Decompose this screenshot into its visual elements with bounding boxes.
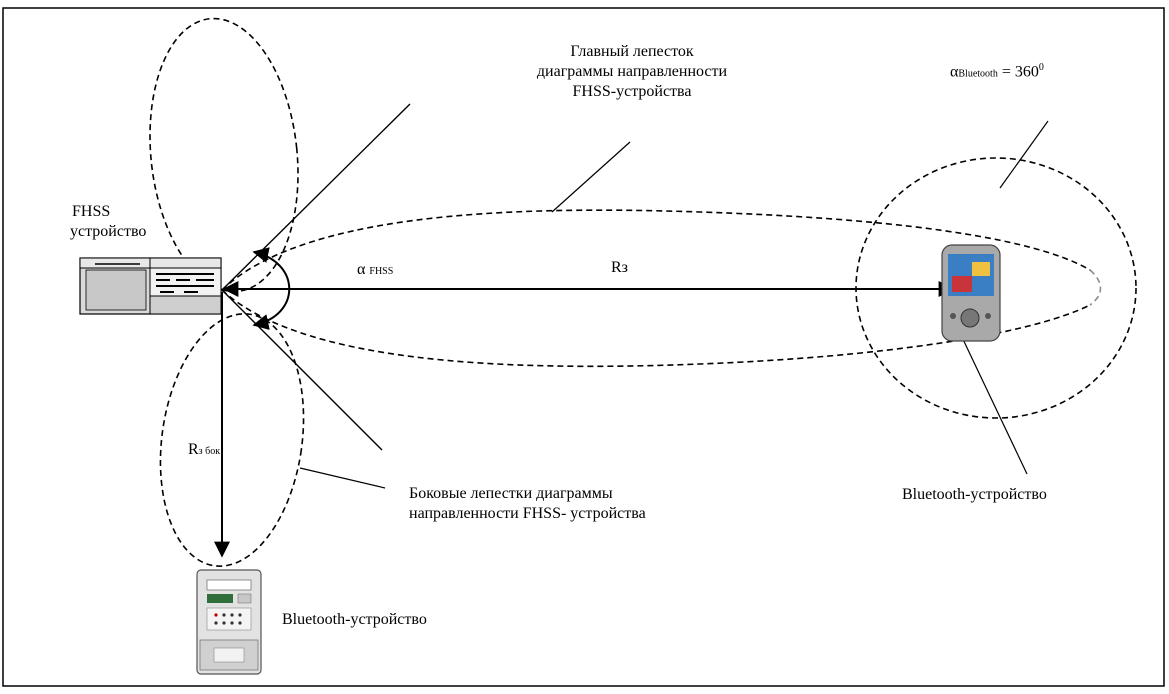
r3-side-label: Rз бок xyxy=(188,440,220,460)
fhss-device-icon xyxy=(79,257,222,315)
bluetooth-meter-icon xyxy=(196,569,262,675)
side-lobes-label-line2: направленности FHSS- устройства xyxy=(409,505,646,522)
lower-side-lobe xyxy=(159,313,305,567)
r3-label: Rз xyxy=(611,259,628,276)
alpha-fhss-label: α FHSS xyxy=(357,260,393,280)
r3-side-subscript: з бок xyxy=(198,446,221,457)
alpha-fhss-symbol: α xyxy=(357,261,366,278)
bluetooth-angle-leader xyxy=(999,120,1049,189)
diagram-frame xyxy=(2,7,1165,687)
alpha-bluetooth-equals: = 360 xyxy=(997,63,1039,81)
alpha-bluetooth-symbol: α xyxy=(950,63,959,81)
bluetooth-device-leader xyxy=(959,332,1028,475)
alpha-fhss-subscript: FHSS xyxy=(369,266,394,277)
fhss-device-label-line1: FHSS xyxy=(72,203,111,220)
alpha-bluetooth-superscript: 0 xyxy=(1038,62,1044,73)
fhss-device-label: FHSS устройство xyxy=(70,202,146,242)
side-lobes-label-line1: Боковые лепестки диаграммы xyxy=(409,485,613,502)
fhss-device-label-line2: устройство xyxy=(70,223,147,240)
alpha-bluetooth-label: αBluetooth = 3600 xyxy=(950,62,1044,82)
side-lobe-leader xyxy=(299,467,386,489)
side-lobes-label: Боковые лепестки диаграммы направленност… xyxy=(409,484,646,524)
main-lobe-label: Главный лепесток диаграммы направленност… xyxy=(512,42,752,102)
r3-side-main: R xyxy=(188,441,199,458)
bluetooth-right-label: Bluetooth-устройство xyxy=(902,486,1047,503)
main-lobe-tip xyxy=(1089,269,1102,306)
lobe-boundary-lower xyxy=(221,289,383,451)
main-lobe-leader xyxy=(551,141,631,213)
main-lobe-label-line1: Главный лепесток xyxy=(570,43,694,60)
main-lobe-label-line2: диаграммы направленности xyxy=(536,63,728,80)
main-lobe-label-line3: FHSS-устройства xyxy=(572,83,692,100)
main-lobe-upper xyxy=(221,209,1091,291)
alpha-bluetooth-subscript: Bluetooth xyxy=(958,68,998,80)
bluetooth-pda-icon xyxy=(941,244,1001,342)
bluetooth-bottom-label: Bluetooth-устройство xyxy=(282,611,427,628)
upper-side-lobe xyxy=(149,17,299,293)
